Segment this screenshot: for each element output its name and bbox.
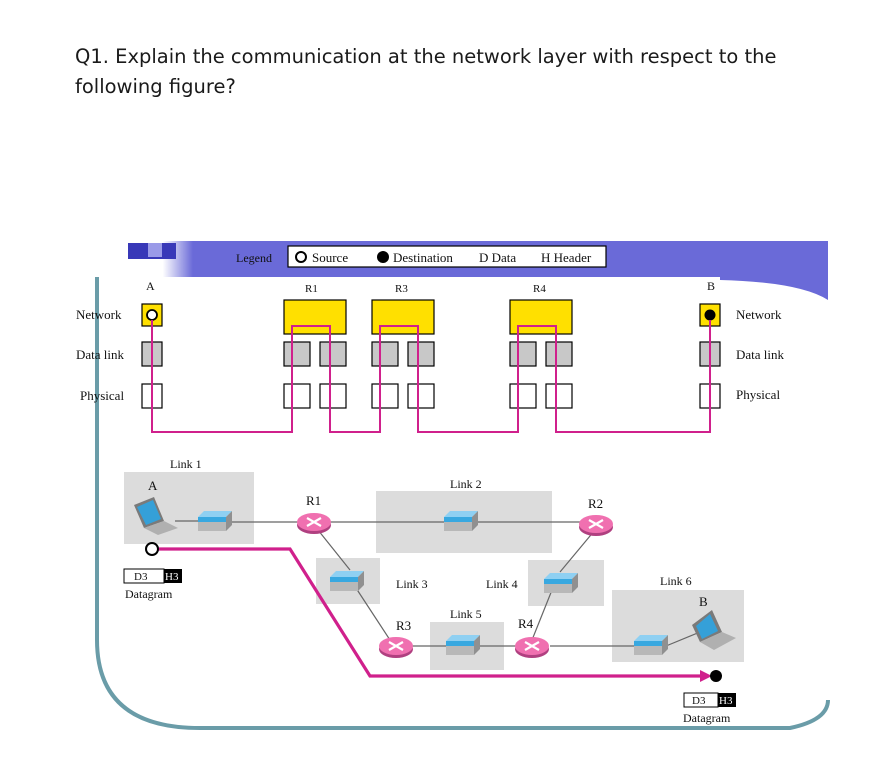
layer-label-network-right: Network bbox=[736, 307, 782, 322]
layer-label-network-left: Network bbox=[76, 307, 122, 322]
destination-point-marker bbox=[710, 670, 722, 682]
layer-label-datalink-right: Data link bbox=[736, 347, 785, 362]
layer-label-physical-right: Physical bbox=[736, 387, 780, 402]
legend-header: H Header bbox=[541, 250, 592, 265]
router-r2-icon bbox=[577, 513, 615, 538]
question-text: Q1. Explain the communication at the net… bbox=[75, 45, 777, 98]
datagram-destination-data: D3 bbox=[692, 695, 706, 707]
layer-label-datalink-left: Data link bbox=[76, 347, 125, 362]
topology-host-b: B bbox=[699, 594, 708, 609]
label-link2: Link 2 bbox=[450, 477, 482, 491]
legend-source: Source bbox=[312, 250, 348, 265]
stack-router-r3 bbox=[371, 299, 435, 409]
datagram-destination-label: Datagram bbox=[683, 711, 731, 725]
stack-label-r3: R3 bbox=[395, 283, 408, 295]
stack-host-b bbox=[699, 303, 721, 409]
switch-link1-icon bbox=[198, 511, 232, 531]
datagram-destination: D3 H3 Datagram bbox=[683, 692, 736, 725]
layer-label-physical-left: Physical bbox=[80, 388, 124, 403]
switch-link5-icon bbox=[446, 635, 480, 655]
datagram-destination-header: H3 bbox=[719, 695, 733, 707]
stack-label-b: B bbox=[707, 279, 715, 293]
label-link5: Link 5 bbox=[450, 607, 482, 621]
label-link1: Link 1 bbox=[170, 457, 202, 471]
datagram-path bbox=[158, 547, 700, 678]
router-r4-icon bbox=[513, 635, 551, 660]
topology-host-a: A bbox=[148, 478, 158, 493]
cables bbox=[175, 520, 701, 647]
host-a-laptop-icon bbox=[134, 497, 178, 535]
label-router-r3: R3 bbox=[396, 618, 411, 633]
destination-marker bbox=[377, 251, 389, 263]
stack-label-a: A bbox=[146, 279, 155, 293]
label-router-r1: R1 bbox=[306, 493, 321, 508]
legend-destination: Destination bbox=[393, 250, 453, 265]
label-link6: Link 6 bbox=[660, 574, 692, 588]
datagram-source-label: Datagram bbox=[125, 587, 173, 601]
label-link3: Link 3 bbox=[396, 577, 428, 591]
switch-link6-icon bbox=[634, 635, 668, 655]
stack-label-r1: R1 bbox=[305, 283, 318, 295]
figure-frame bbox=[95, 242, 830, 730]
stack-router-r4 bbox=[509, 299, 573, 409]
source-point-marker bbox=[145, 542, 159, 556]
datagram-source-header: H3 bbox=[165, 571, 179, 583]
legend-title: Legend bbox=[236, 251, 272, 265]
switch-link4-icon bbox=[544, 573, 578, 593]
datagram-source: D3 H3 Datagram bbox=[123, 568, 182, 601]
stack-path bbox=[151, 320, 711, 433]
label-router-r4: R4 bbox=[518, 616, 534, 631]
router-r1-icon bbox=[295, 511, 333, 536]
source-marker bbox=[295, 251, 307, 263]
router-r3-icon bbox=[377, 635, 415, 660]
stack-router-r1 bbox=[283, 299, 347, 409]
path-arrowhead-icon bbox=[700, 670, 712, 682]
datagram-source-data: D3 bbox=[134, 571, 148, 583]
switch-link3-icon bbox=[330, 571, 364, 591]
switch-link2-icon bbox=[444, 511, 478, 531]
legend: Legend Source Destination D Data H Heade… bbox=[236, 245, 607, 268]
label-link4: Link 4 bbox=[486, 577, 518, 591]
legend-box bbox=[287, 245, 607, 268]
legend-data: D Data bbox=[479, 250, 516, 265]
host-b-laptop-icon bbox=[692, 610, 736, 650]
stack-label-r4: R4 bbox=[533, 283, 546, 295]
label-router-r2: R2 bbox=[588, 496, 603, 511]
lan-link6 bbox=[612, 590, 744, 662]
